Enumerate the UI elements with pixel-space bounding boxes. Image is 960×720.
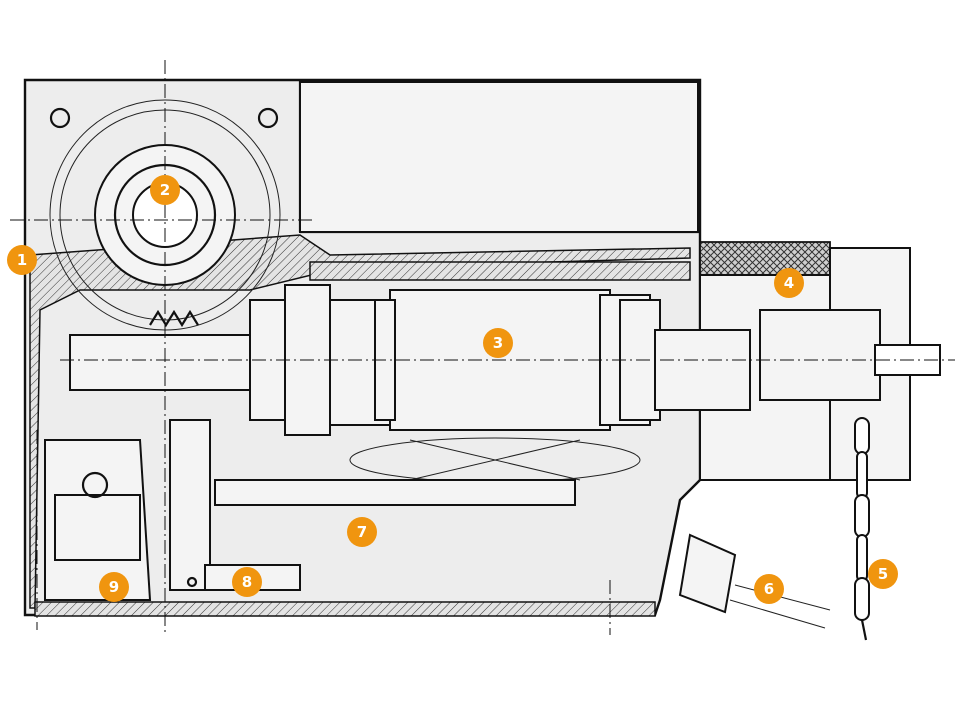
centre-lines (10, 60, 955, 635)
callout-marker-7: 7 (347, 517, 377, 547)
cable-gland (678, 533, 831, 629)
callout-marker-9: 9 (99, 572, 129, 602)
callout-marker-8: 8 (232, 567, 262, 597)
hand-chain (854, 417, 870, 641)
callout-marker-6: 6 (754, 574, 784, 604)
callout-marker-1: 1 (7, 245, 37, 275)
callout-marker-5: 5 (868, 559, 898, 589)
callout-marker-3: 3 (483, 328, 513, 358)
spindle-lever (169, 419, 576, 591)
brake-housing (654, 241, 941, 481)
limit-switch (44, 439, 152, 601)
callout-marker-4: 4 (774, 268, 804, 298)
callout-marker-2: 2 (150, 175, 180, 205)
fixing-holes (49, 107, 279, 129)
